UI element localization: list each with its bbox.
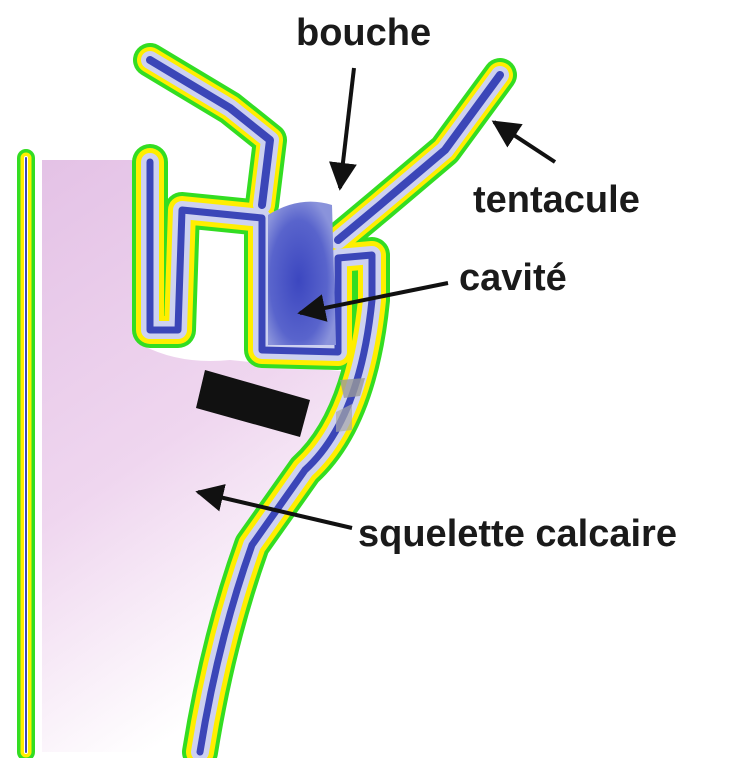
- arrow-tentacle: [494, 122, 555, 162]
- label-tentacle: tentacule: [473, 179, 640, 221]
- arrow-mouth: [340, 68, 354, 188]
- gastric-cavity: [268, 202, 336, 345]
- label-cavity: cavité: [459, 257, 567, 299]
- label-mouth: bouche: [296, 12, 431, 54]
- label-skeleton: squelette calcaire: [358, 513, 677, 555]
